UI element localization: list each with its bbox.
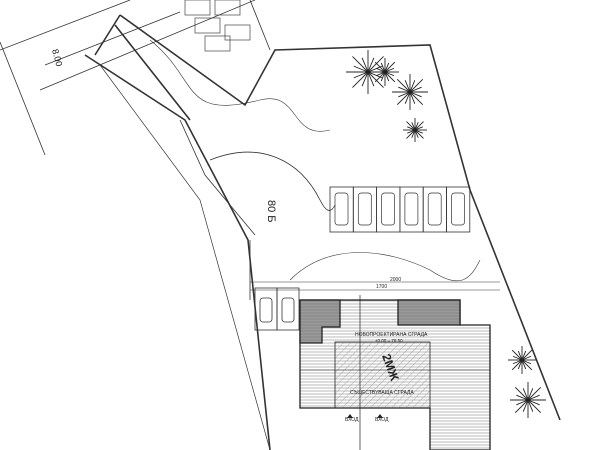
new-building-label: НОВОПРОЕКТИРАНА СГРАДА xyxy=(355,332,428,338)
tree-icon xyxy=(392,74,428,110)
top-parking xyxy=(184,0,251,52)
entrance-label: ВХОД xyxy=(345,417,359,423)
car-icon xyxy=(451,192,465,226)
parking-space xyxy=(446,186,471,233)
dimension-total: 2000 xyxy=(390,277,401,283)
plot-label: 80 Б xyxy=(265,200,277,223)
existing-building-label: СЪЩЕСТВУВАЩА СГРАДА xyxy=(350,390,414,396)
elevation-label: ±0.00 = 78.50 xyxy=(375,338,403,343)
new-building xyxy=(299,295,491,450)
trees xyxy=(346,50,546,418)
entrance-label: ВХОД xyxy=(375,417,389,423)
car-icon xyxy=(381,192,395,226)
tree-icon xyxy=(403,118,427,142)
parking-row xyxy=(329,186,471,233)
entrance-arrow-icon xyxy=(377,414,383,418)
road-strip xyxy=(0,0,256,156)
tree-icon xyxy=(508,346,536,374)
car-icon xyxy=(334,192,349,226)
plot-boundary xyxy=(84,0,561,450)
dimension-partial: 1700 xyxy=(376,284,387,290)
car-icon xyxy=(357,192,372,226)
car-icon xyxy=(427,192,442,226)
entrance-arrow-icon xyxy=(347,414,353,418)
car-icon xyxy=(404,192,419,226)
tree-icon xyxy=(510,382,546,418)
side-parking xyxy=(254,287,300,331)
road-width-label: 8.00 xyxy=(50,48,64,68)
tree-icon xyxy=(371,58,399,86)
